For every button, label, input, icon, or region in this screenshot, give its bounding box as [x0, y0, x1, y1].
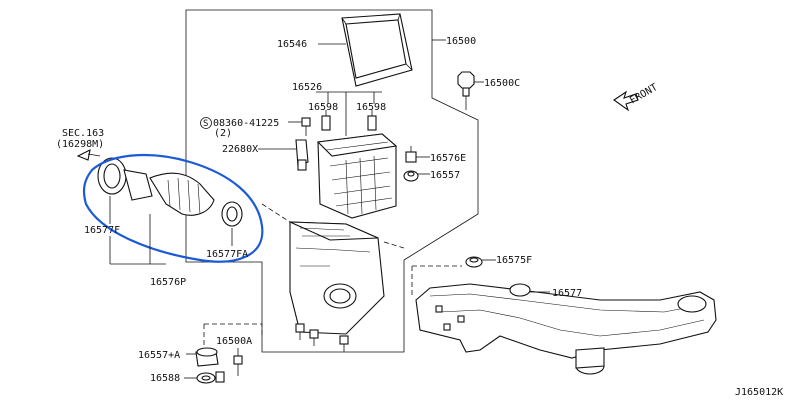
upper-cover-16526 — [316, 133, 398, 219]
screw-symbol: S — [203, 119, 208, 129]
label-16526: 16526 — [292, 82, 322, 93]
clip-16598-left — [321, 110, 331, 131]
label-16576p: 16576P — [150, 277, 186, 288]
clip-16500c — [457, 71, 475, 97]
mount-16557a — [195, 347, 219, 367]
label-16546: 16546 — [277, 39, 307, 50]
label-16557: 16557 — [430, 170, 460, 181]
sensor-22680x — [295, 139, 309, 171]
grommet-16575f — [465, 256, 483, 268]
label-16598-right: 16598 — [356, 102, 386, 113]
label-22680x: 22680X — [222, 144, 258, 155]
highlight-circle — [82, 153, 264, 263]
label-16575f: 16575F — [496, 255, 532, 266]
label-section-ref-sub: (16298M) — [56, 139, 104, 150]
filter-element-16546 — [341, 13, 413, 87]
section-arrow — [76, 149, 91, 161]
diagram-id: J165012K — [735, 387, 783, 398]
screw-symbol-circle — [200, 117, 212, 129]
label-08360-41225: 08360-41225 — [213, 118, 279, 129]
label-16577f: 16577F — [84, 225, 120, 236]
label-16577fa: 16577FA — [206, 249, 248, 260]
label-16598-left: 16598 — [308, 102, 338, 113]
label-16557a: 16557+A — [138, 350, 180, 361]
label-16500a: 16500A — [216, 336, 252, 347]
grommet-16576e — [405, 146, 417, 163]
label-16500: 16500 — [446, 36, 476, 47]
screw-08360-41225 — [301, 117, 311, 136]
mount-16557 — [403, 170, 419, 182]
label-screw-qty: (2) — [214, 128, 232, 139]
label-16577: 16577 — [552, 288, 582, 299]
label-16588: 16588 — [150, 373, 180, 384]
bolt-16500a — [233, 355, 243, 376]
lower-case-16500 — [289, 221, 385, 352]
label-section-ref: SEC.163 — [62, 128, 104, 139]
intake-hose-16576p — [97, 157, 243, 227]
label-16500c: 16500C — [484, 78, 520, 89]
washer-16588 — [196, 371, 225, 384]
label-16576e: 16576E — [430, 153, 466, 164]
clip-16598-right — [367, 110, 377, 131]
assembly-outline — [185, 9, 479, 353]
front-arrow — [613, 90, 639, 112]
label-front: FRONT — [628, 82, 660, 107]
